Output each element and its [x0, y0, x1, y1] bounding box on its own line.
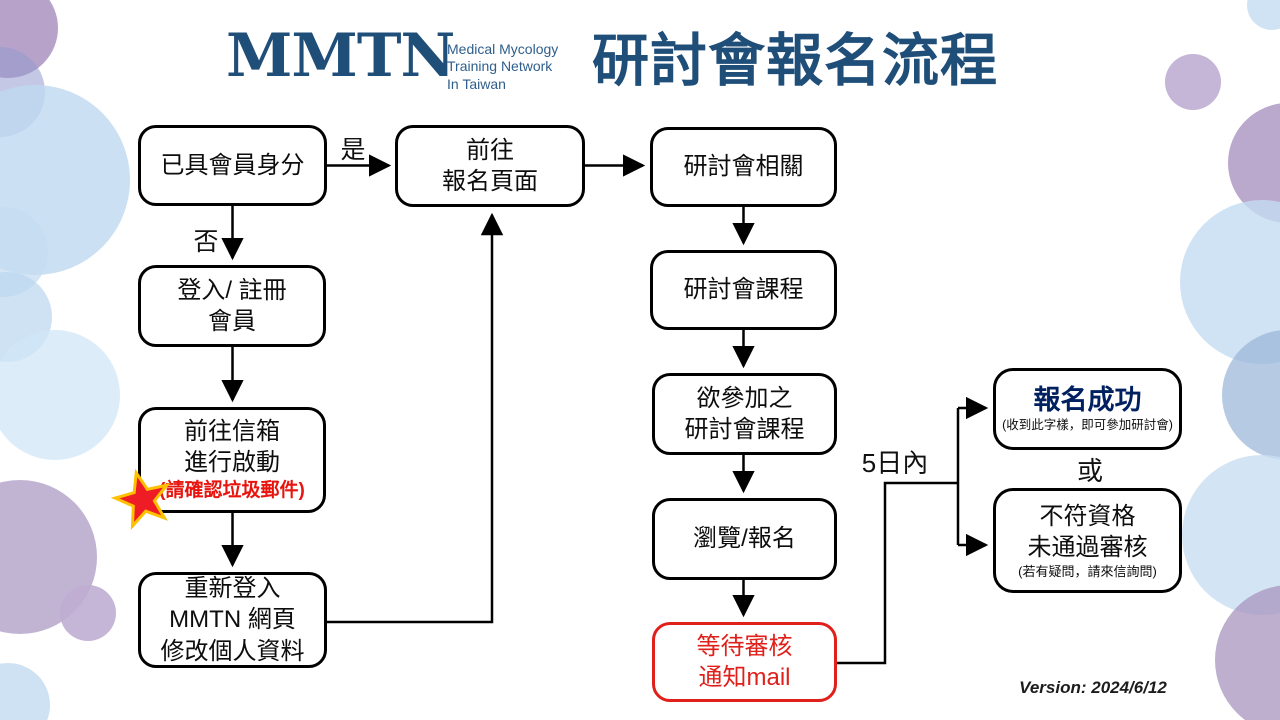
flow-box-text: 研討會課程: [683, 276, 804, 304]
flow-box-login-register: 登入/ 註冊 會員: [138, 265, 326, 347]
success-title: 報名成功: [1033, 384, 1142, 415]
logo-subtitle-line: In Taiwan: [447, 75, 506, 92]
flow-box-seminar-related: 研討會相關: [650, 127, 837, 207]
flow-box-text: 未通過審核: [1027, 533, 1148, 561]
spam-warning-note: (請確認垃圾郵件): [159, 479, 305, 501]
flow-box-success: 報名成功 (收到此字樣，即可參加研討會): [993, 368, 1182, 450]
flow-box-text: 進行啟動: [184, 448, 280, 476]
branch-label-yes: 是: [340, 136, 366, 164]
flow-box-text: 報名頁面: [442, 168, 538, 195]
flow-box-desired-courses: 欲參加之 研討會課程: [652, 373, 837, 455]
flow-box-text: 欲參加之: [696, 384, 793, 412]
flow-box-text: 會員: [208, 308, 256, 335]
page-title: 研討會報名流程: [592, 29, 998, 93]
star-icon: [110, 468, 176, 537]
flow-box-member-check: 已具會員身分: [138, 125, 327, 206]
flow-box-text: 通知mail: [698, 664, 791, 691]
logo-subtitle-line: Training Network: [447, 58, 553, 75]
flow-box-text: 前往信箱: [184, 417, 280, 445]
not-qualified-note: (若有疑問，請來信詢問): [1018, 563, 1157, 579]
branch-label-within-5-days: 5日內: [861, 448, 929, 478]
decorative-circle: [0, 330, 120, 460]
flow-box-text: 不符資格: [1039, 502, 1136, 530]
connector-wait-branch: [837, 481, 958, 665]
decorative-circle: [1165, 54, 1221, 110]
branch-label-or: 或: [1076, 456, 1103, 486]
flow-box-text: 研討會相關: [683, 153, 804, 181]
version-text: Version: 2024/6/12: [1019, 678, 1167, 697]
logo-subtitle-line: Medical Mycology: [447, 41, 559, 57]
flow-box-seminar-courses: 研討會課程: [650, 250, 837, 330]
flow-box-text: 等待審核: [696, 632, 793, 660]
flow-box-text: 修改個人資料: [160, 637, 305, 665]
mmtn-logo-subtitle: Medical Mycology Training Network In Tai…: [447, 41, 558, 93]
flow-box-text: 研討會課程: [684, 416, 805, 443]
flow-box-text: 瀏覽/報名: [693, 525, 796, 553]
flow-box-text: 重新登入: [184, 575, 281, 603]
flow-box-relogin: 重新登入 MMTN 網頁 修改個人資料: [138, 572, 327, 668]
connector-relogin-gotoreg: [327, 212, 504, 624]
decorative-circle: [60, 585, 116, 641]
flow-box-text: 登入/ 註冊: [177, 276, 287, 304]
success-note: (收到此字樣，即可參加研討會): [1002, 418, 1173, 433]
flow-box-text: 前往: [466, 136, 514, 164]
branch-label-no: 否: [193, 228, 219, 256]
flow-box-text: 已具會員身分: [160, 151, 305, 179]
flow-box-activate-mailbox: 前往信箱 進行啟動 (請確認垃圾郵件): [138, 407, 326, 513]
flow-box-goto-registration: 前往 報名頁面: [395, 125, 585, 207]
mmtn-logo: MMTN: [226, 21, 455, 91]
flow-box-text: MMTN 網頁: [169, 606, 296, 634]
flow-box-not-qualified: 不符資格 未通過審核 (若有疑問，請來信詢問): [993, 488, 1182, 593]
flow-box-browse-register: 瀏覽/報名: [652, 498, 837, 580]
flow-box-wait-review: 等待審核 通知mail: [652, 622, 837, 702]
